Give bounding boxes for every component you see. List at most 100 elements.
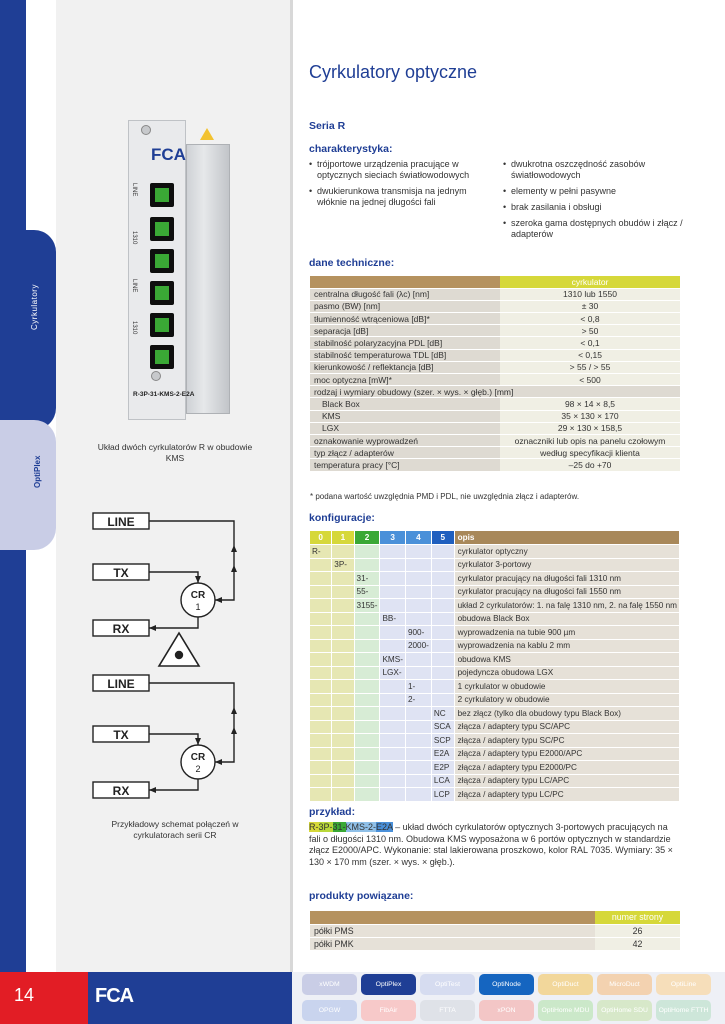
device-model: R-3P-31-KMS-2-E2A: [133, 391, 195, 398]
footer-tab[interactable]: OptiLine: [656, 974, 711, 995]
config-code-cell: [431, 625, 455, 640]
config-code-cell: [354, 625, 381, 640]
config-code-cell: [331, 571, 355, 586]
config-code-cell: [379, 585, 406, 599]
config-code-cell: [379, 598, 406, 613]
config-code-cell: [331, 787, 355, 802]
config-code-cell: [379, 787, 406, 802]
config-code-cell: [331, 747, 355, 761]
laser-warning-icon: [200, 128, 214, 140]
config-description: cyrkulator pracujący na długości fali 15…: [454, 585, 681, 599]
config-code-cell: [331, 598, 355, 613]
table-row: R-cyrkulator optyczny: [310, 544, 681, 559]
circulator-label: CR: [191, 590, 206, 601]
example-code-part: E2A: [376, 822, 393, 832]
port-label: LINE: [131, 279, 137, 293]
table-row: 2000-wyprowadzenia na kablu 2 mm: [310, 639, 681, 653]
config-code-cell: 3P-: [331, 558, 355, 572]
config-code-cell: 1-: [405, 679, 432, 694]
config-description: złącza / adaptery typu LC/PC: [454, 787, 681, 802]
tech-value: 35 × 130 × 170: [500, 410, 680, 423]
table-row: 3P-cyrkulator 3-portowy: [310, 558, 681, 572]
tech-value: < 0,1: [500, 336, 680, 350]
footer-tab[interactable]: OPGW: [302, 1000, 357, 1021]
config-code-cell: [331, 679, 355, 694]
config-description: bez złącz (tylko dla obudowy typu Black …: [454, 706, 681, 721]
config-code-cell: [331, 639, 355, 653]
table-header-cell: 5: [431, 531, 455, 545]
footer-tab[interactable]: OptiTest: [420, 974, 475, 995]
features-heading: charakterystyka:: [309, 143, 393, 155]
related-page: 26: [595, 924, 680, 938]
page-number: 14: [14, 985, 35, 1005]
related-heading: produkty powiązane:: [309, 890, 414, 902]
config-code-cell: [405, 558, 432, 572]
config-code-cell: SCP: [431, 733, 455, 748]
config-code-cell: [379, 720, 406, 734]
config-code-cell: [431, 679, 455, 694]
page-number-block: [0, 972, 88, 1024]
footer-tab[interactable]: OptiDuct: [538, 974, 593, 995]
category-tab[interactable]: [0, 420, 56, 550]
circulator-number: 1: [195, 602, 200, 612]
schematic-line-label: LINE: [107, 515, 134, 529]
port: [150, 281, 174, 305]
section-tab[interactable]: [0, 230, 56, 430]
tech-footnote: * podana wartość uwzględnia PMD i PDL, n…: [310, 492, 580, 501]
tech-param: typ złącz / adapterów: [310, 446, 500, 460]
tech-param: KMS: [310, 410, 500, 423]
footer-tab[interactable]: FTTA: [420, 1000, 475, 1021]
config-code-cell: 31-: [354, 571, 381, 586]
footer-tab[interactable]: FibAir: [361, 1000, 416, 1021]
config-code-cell: [331, 585, 355, 599]
footer-tab[interactable]: OptiNode: [479, 974, 534, 995]
table-header-cell: 3: [379, 531, 406, 545]
tech-param: temperatura pracy [°C]: [310, 458, 500, 472]
config-code-cell: [310, 679, 333, 694]
table-row: moc optyczna [mW]*< 500: [310, 373, 680, 387]
config-description: pojedyncza obudowa LGX: [454, 666, 681, 680]
config-code-cell: [405, 787, 432, 802]
config-code-cell: LCP: [431, 787, 455, 802]
config-code-cell: [310, 747, 333, 761]
related-product[interactable]: półki PMK: [310, 937, 595, 951]
config-code-cell: [331, 760, 355, 775]
footer-tab[interactable]: MicroDuct: [597, 974, 652, 995]
config-description: złącza / adaptery typu LC/APC: [454, 774, 681, 788]
config-description: obudowa Black Box: [454, 612, 681, 626]
config-code-cell: [354, 720, 381, 734]
table-header-cell: 1: [331, 531, 355, 545]
footer-tab[interactable]: xWDM: [302, 974, 357, 995]
table-row: temperatura pracy [°C]–25 do +70: [310, 458, 680, 472]
footer-tab[interactable]: OptiHome SDU: [597, 1000, 652, 1021]
footer-tab[interactable]: OptiHome FTTH: [656, 1000, 711, 1021]
config-description: złącza / adaptery typu SC/APC: [454, 720, 681, 734]
tech-param: separacja [dB]: [310, 324, 500, 338]
config-code-cell: [331, 720, 355, 734]
schematic-tx-label: TX: [113, 566, 128, 580]
port-label: 1310: [131, 321, 137, 335]
table-header-cell: [310, 276, 500, 289]
section-label: Cyrkulatory: [30, 284, 39, 330]
footer-tab[interactable]: OptiPlex: [361, 974, 416, 995]
footer-tab[interactable]: OptiHome MDU: [538, 1000, 593, 1021]
config-code-cell: [379, 760, 406, 775]
footer-tab[interactable]: xPON: [479, 1000, 534, 1021]
config-code-cell: [354, 787, 381, 802]
config-code-cell: [431, 639, 455, 653]
config-code-cell: [379, 747, 406, 761]
config-code-cell: [310, 666, 333, 680]
config-code-cell: [310, 558, 333, 572]
config-code-cell: LGX-: [379, 666, 406, 680]
table-row: 1-1 cyrkulator w obudowie: [310, 679, 681, 694]
tech-param: LGX: [310, 422, 500, 435]
related-product[interactable]: półki PMS: [310, 924, 595, 938]
config-description: złącza / adaptery typu E2000/PC: [454, 760, 681, 775]
config-description: układ 2 cyrkulatorów: 1. na falę 1310 nm…: [454, 598, 681, 613]
